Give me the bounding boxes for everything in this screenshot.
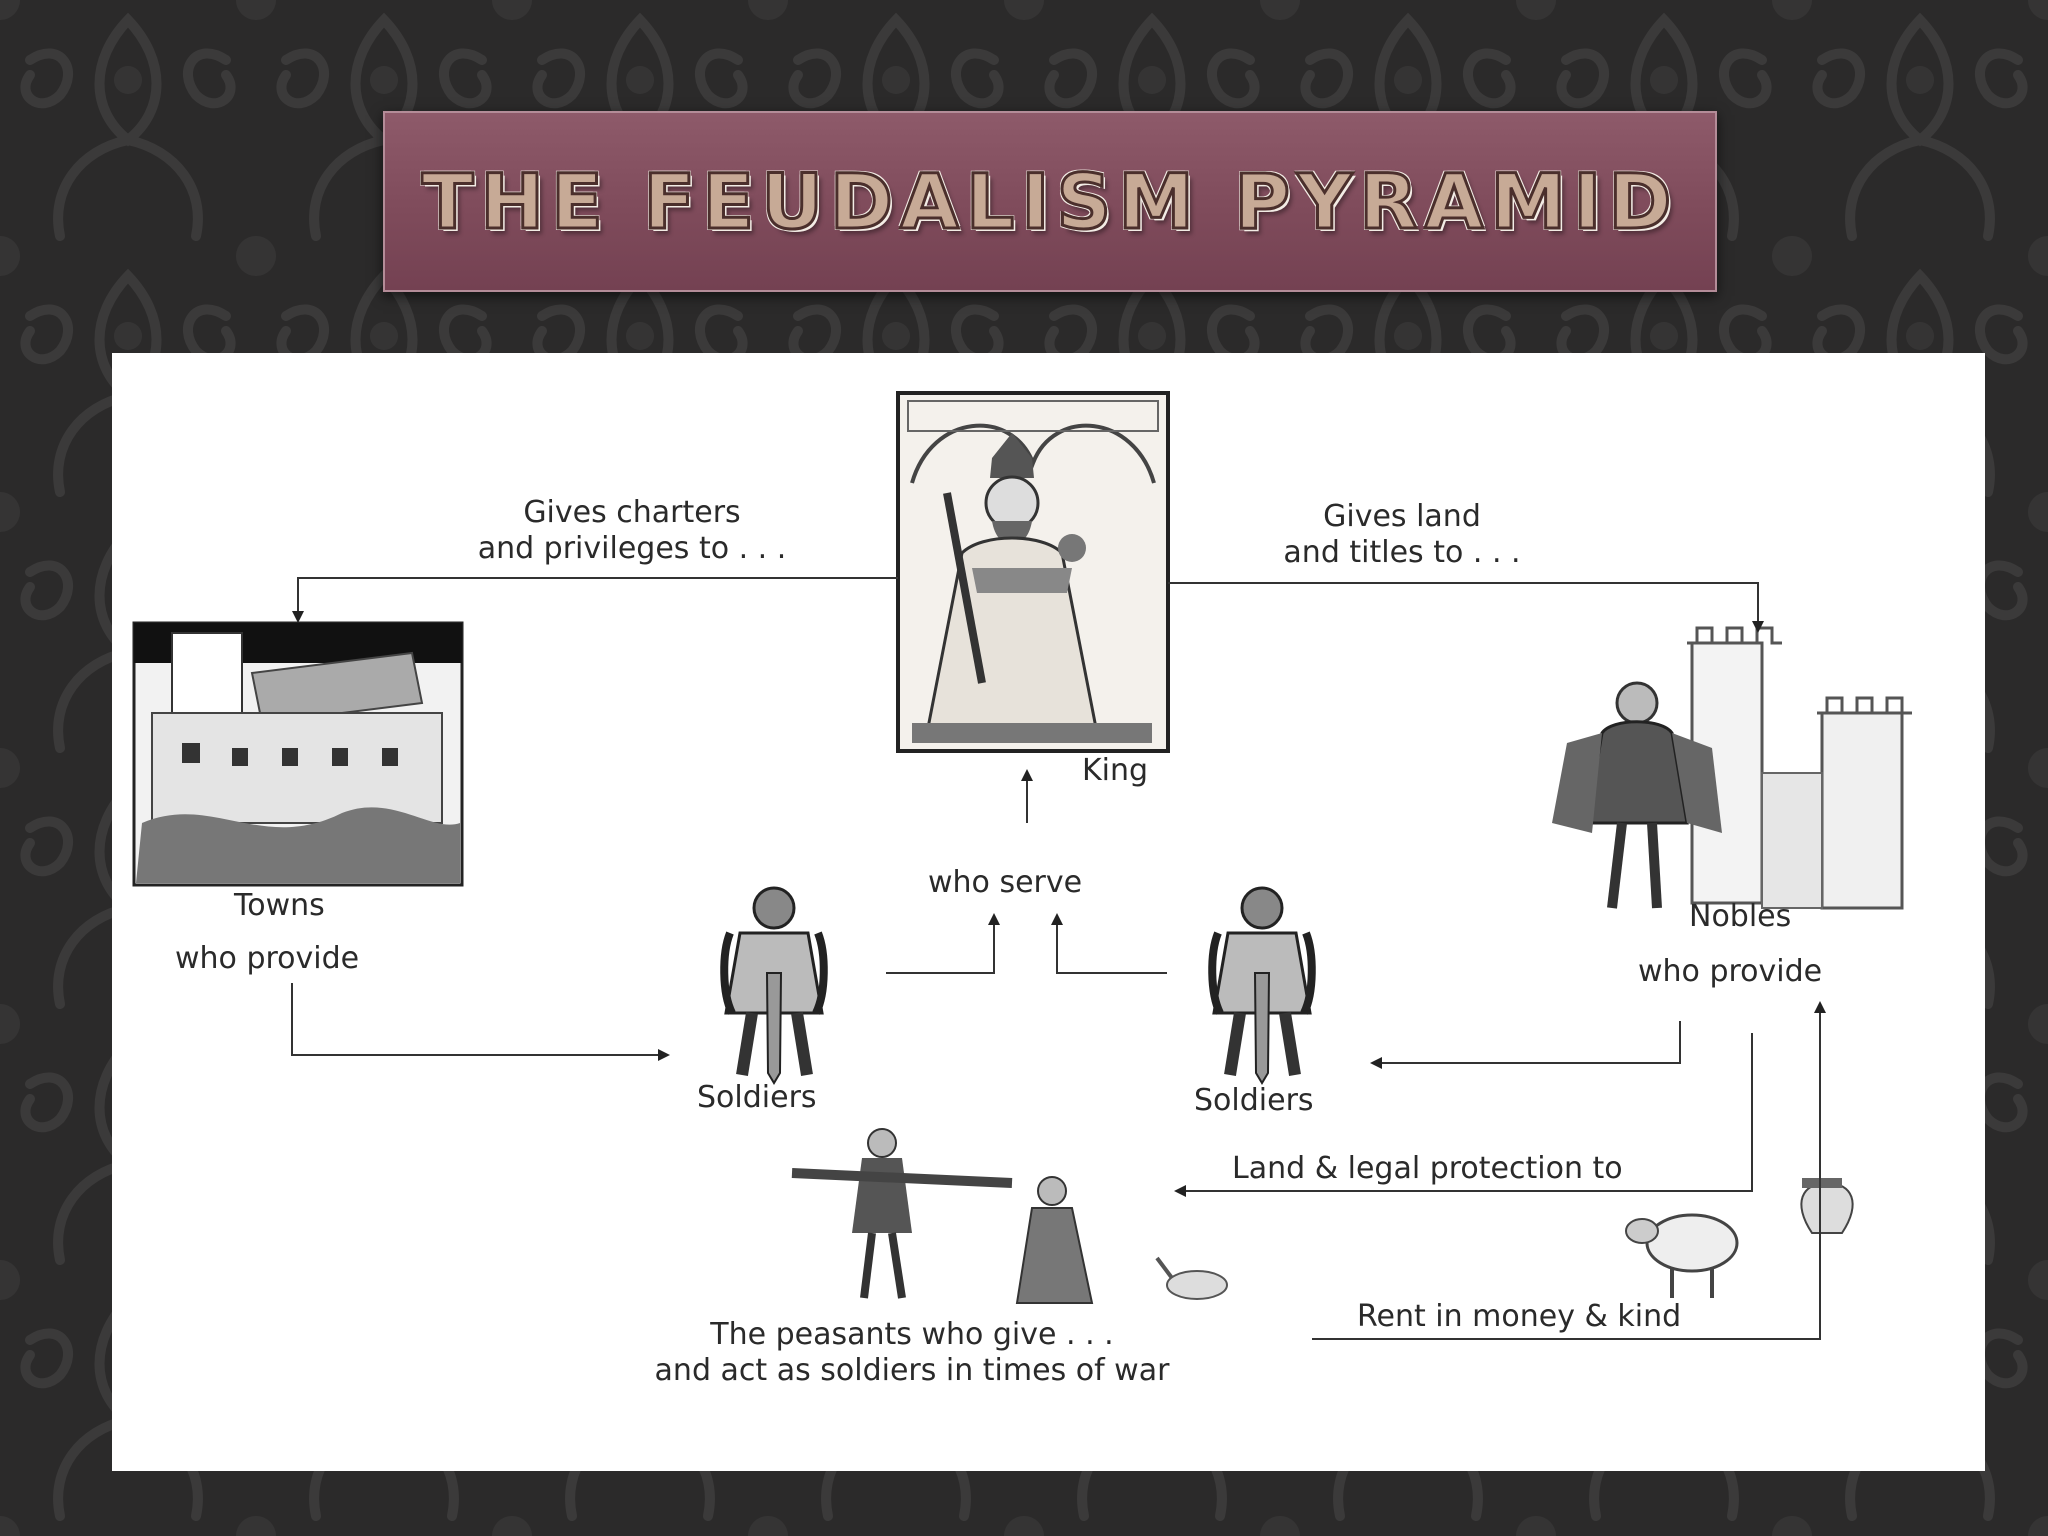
slide-title: THE FEUDALISM PYRAMID [420,156,1679,248]
peasants-illustration [791,1128,1854,1304]
nobles-illustration [1552,626,1912,910]
edge-soldier-left-serve [886,913,1000,974]
towns-label: Towns [234,888,325,923]
nobles-provide-label: who provide [1638,954,1823,989]
edge-peasants-nobles [1312,1001,1826,1340]
connectors [291,577,1826,1340]
who-serve-label: who serve [928,865,1083,900]
rent-label: Rent in money & kind [1357,1299,1682,1334]
diagram-canvas [132,391,1912,1340]
diagram-panel: King Towns who provide Nobles who provid… [112,353,1985,1471]
edge-towns-soldiers [291,983,670,1061]
land-protection-label: Land & legal protection to [1232,1151,1623,1186]
edge-king-nobles [1168,582,1764,633]
charters-label-line2: and privileges to . . . [477,531,787,566]
towns-provide-label: who provide [175,941,360,976]
land-titles-label-line1: Gives land [1323,499,1481,534]
title-banner: THE FEUDALISM PYRAMID [383,111,1717,292]
charters-label-line1: Gives charters [523,495,741,530]
king-illustration [896,391,1170,753]
edge-nobles-peasants [1174,1033,1753,1197]
soldier-right-illustration [1208,886,1316,1085]
soldiers-left-label: Soldiers [697,1080,817,1115]
edge-nobles-soldiers [1370,1021,1681,1069]
nobles-label: Nobles [1689,899,1792,934]
peasants-label-line2: and act as soldiers in times of war [654,1353,1170,1388]
soldiers-right-label: Soldiers [1194,1083,1314,1118]
peasants-label-line1: The peasants who give . . . [710,1317,1114,1352]
land-titles-label-line2: and titles to . . . [1283,535,1521,570]
edge-soldier-right-serve [1051,913,1167,974]
soldier-left-illustration [720,886,828,1085]
towns-illustration [132,621,464,887]
edge-king-towns [292,577,898,623]
king-label: King [1082,753,1149,788]
